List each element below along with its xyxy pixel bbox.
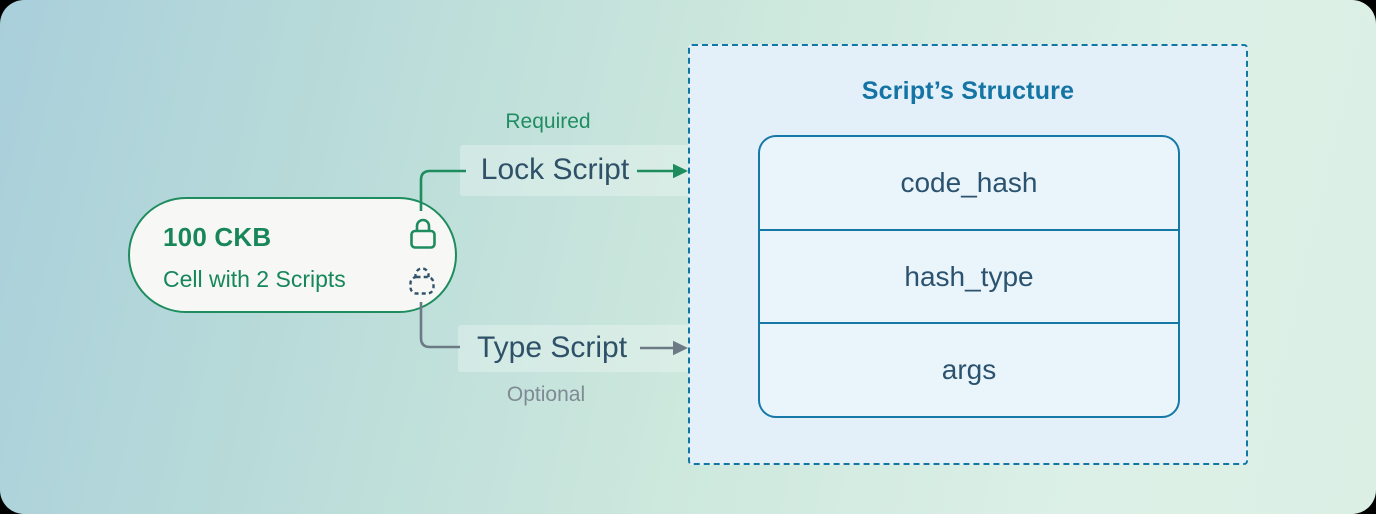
field-row-hash-type: hash_type [760, 228, 1178, 323]
lock-icon [408, 216, 438, 255]
dashed-lock-icon [406, 262, 438, 301]
field-row-code-hash: code_hash [900, 166, 1038, 198]
script-fields-table: code_hash hash_type args [758, 135, 1180, 418]
cell-label: Cell with 2 Scripts [163, 266, 346, 292]
field-row-args: args [760, 322, 1178, 416]
lock-script-label: Lock Script [480, 153, 630, 186]
required-annotation: Required [505, 110, 591, 133]
cell-amount: 100 CKB [163, 222, 272, 252]
cell-pill: 100 CKB Cell with 2 Scripts [128, 197, 457, 313]
type-script-label: Type Script [476, 331, 628, 364]
type-script-connector [419, 302, 460, 349]
script-structure-title: Script’s Structure [861, 77, 1075, 105]
script-structure-panel: Script’s Structure code_hash hash_type a… [688, 44, 1248, 465]
optional-annotation: Optional [506, 383, 586, 406]
